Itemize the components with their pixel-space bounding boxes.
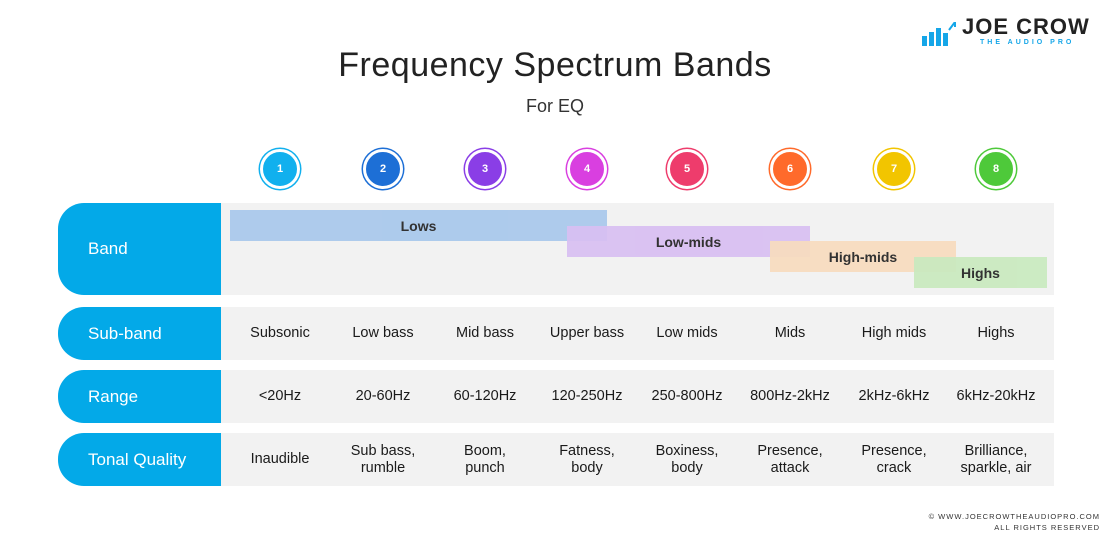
band-row-label: Band bbox=[88, 239, 128, 258]
tonal-cell-line: Boxiness, bbox=[655, 442, 719, 459]
column-number-4: 4 bbox=[567, 149, 607, 189]
subband-cell-1: Subsonic bbox=[250, 325, 310, 341]
subband-cell-4: Upper bass bbox=[549, 325, 625, 341]
tonal-cell-line: Presence, bbox=[757, 442, 823, 459]
column-number-7: 7 bbox=[874, 149, 914, 189]
subband-row-header: Sub-band bbox=[58, 307, 221, 360]
tonal-cell-1: Inaudible bbox=[228, 433, 332, 486]
subband-cell-3: Mid bass bbox=[455, 325, 515, 341]
page-title: Frequency Spectrum Bands bbox=[338, 46, 772, 84]
brand-logo: JOE CROW THE AUDIO PRO bbox=[922, 12, 1102, 48]
band-bar-lows: Lows bbox=[230, 210, 607, 241]
equalizer-bars-icon bbox=[922, 22, 956, 46]
tonal-cell-line: Fatness, bbox=[559, 442, 615, 459]
subband-cell-5: Low mids bbox=[656, 325, 718, 341]
band-bar-label: Lows bbox=[400, 217, 437, 234]
column-number-8: 8 bbox=[976, 149, 1016, 189]
footer-rights: ALL RIGHTS RESERVED bbox=[994, 523, 1100, 532]
band-bar-low-mids: Low-mids bbox=[567, 226, 810, 257]
tonal-cell-4: Fatness,body bbox=[535, 433, 639, 486]
range-cell-8: 6kHz-20kHz bbox=[956, 388, 1036, 404]
tonal-cell-line: crack bbox=[876, 459, 912, 476]
range-row-body bbox=[221, 370, 1054, 423]
tonal-cell-line: Boom, bbox=[464, 442, 506, 459]
logo-tagline: THE AUDIO PRO bbox=[980, 39, 1075, 46]
tonal-row-label: Tonal Quality bbox=[88, 449, 187, 469]
subband-cell-6: Mids bbox=[774, 325, 806, 341]
range-cell-2: 20-60Hz bbox=[355, 388, 411, 404]
subband-row-label: Sub-band bbox=[88, 323, 162, 343]
subband-cell-7: High mids bbox=[861, 325, 927, 341]
tonal-cell-line: attack bbox=[770, 459, 810, 476]
logo-name: JOE CROW bbox=[962, 14, 1090, 39]
range-cell-5: 250-800Hz bbox=[651, 388, 723, 404]
band-bar-label: Highs bbox=[961, 264, 1000, 281]
tonal-row-header: Tonal Quality bbox=[58, 433, 221, 486]
tonal-cell-line: body bbox=[571, 459, 603, 476]
band-bar-label: Low-mids bbox=[655, 233, 722, 250]
band-bar-highs: Highs bbox=[914, 257, 1047, 288]
band-row-header: Band bbox=[58, 203, 221, 295]
tonal-cell-line: body bbox=[671, 459, 703, 476]
tonal-row-body bbox=[221, 433, 1054, 486]
range-cell-4: 120-250Hz bbox=[551, 388, 623, 404]
tonal-cell-line: Brilliance, bbox=[964, 442, 1028, 459]
column-number-3: 3 bbox=[465, 149, 505, 189]
range-cell-6: 800Hz-2kHz bbox=[750, 388, 830, 404]
subband-row-body bbox=[221, 307, 1054, 360]
range-cell-7: 2kHz-6kHz bbox=[858, 388, 930, 404]
range-row-header: Range bbox=[58, 370, 221, 423]
column-number-2: 2 bbox=[363, 149, 403, 189]
page-subtitle: For EQ bbox=[525, 96, 584, 116]
tonal-cell-7: Presence,crack bbox=[842, 433, 946, 486]
column-number-6: 6 bbox=[770, 149, 810, 189]
tonal-cell-line: Presence, bbox=[861, 442, 927, 459]
tonal-cell-2: Sub bass,rumble bbox=[331, 433, 435, 486]
range-cell-3: 60-120Hz bbox=[453, 388, 517, 404]
band-bar-label: High-mids bbox=[828, 248, 898, 265]
range-cell-1: <20Hz bbox=[258, 388, 302, 404]
tonal-cell-5: Boxiness,body bbox=[635, 433, 739, 486]
tonal-cell-line: Inaudible bbox=[250, 451, 310, 467]
footer-copyright: © WWW.JOECROWTHEAUDIOPRO.COM bbox=[928, 512, 1100, 521]
tonal-cell-line: sparkle, air bbox=[960, 459, 1032, 476]
tonal-cell-line: Sub bass, bbox=[350, 442, 416, 459]
subband-cell-8: Highs bbox=[977, 325, 1015, 341]
subband-cell-2: Low bass bbox=[352, 325, 414, 341]
column-number-1: 1 bbox=[260, 149, 300, 189]
footer: © WWW.JOECROWTHEAUDIOPRO.COM ALL RIGHTS … bbox=[929, 511, 1100, 533]
tonal-cell-line: punch bbox=[465, 459, 505, 476]
column-number-5: 5 bbox=[667, 149, 707, 189]
tonal-cell-8: Brilliance,sparkle, air bbox=[944, 433, 1048, 486]
range-row-label: Range bbox=[88, 386, 139, 406]
tonal-cell-3: Boom,punch bbox=[433, 433, 537, 486]
tonal-cell-6: Presence,attack bbox=[738, 433, 842, 486]
tonal-cell-line: rumble bbox=[360, 459, 406, 476]
